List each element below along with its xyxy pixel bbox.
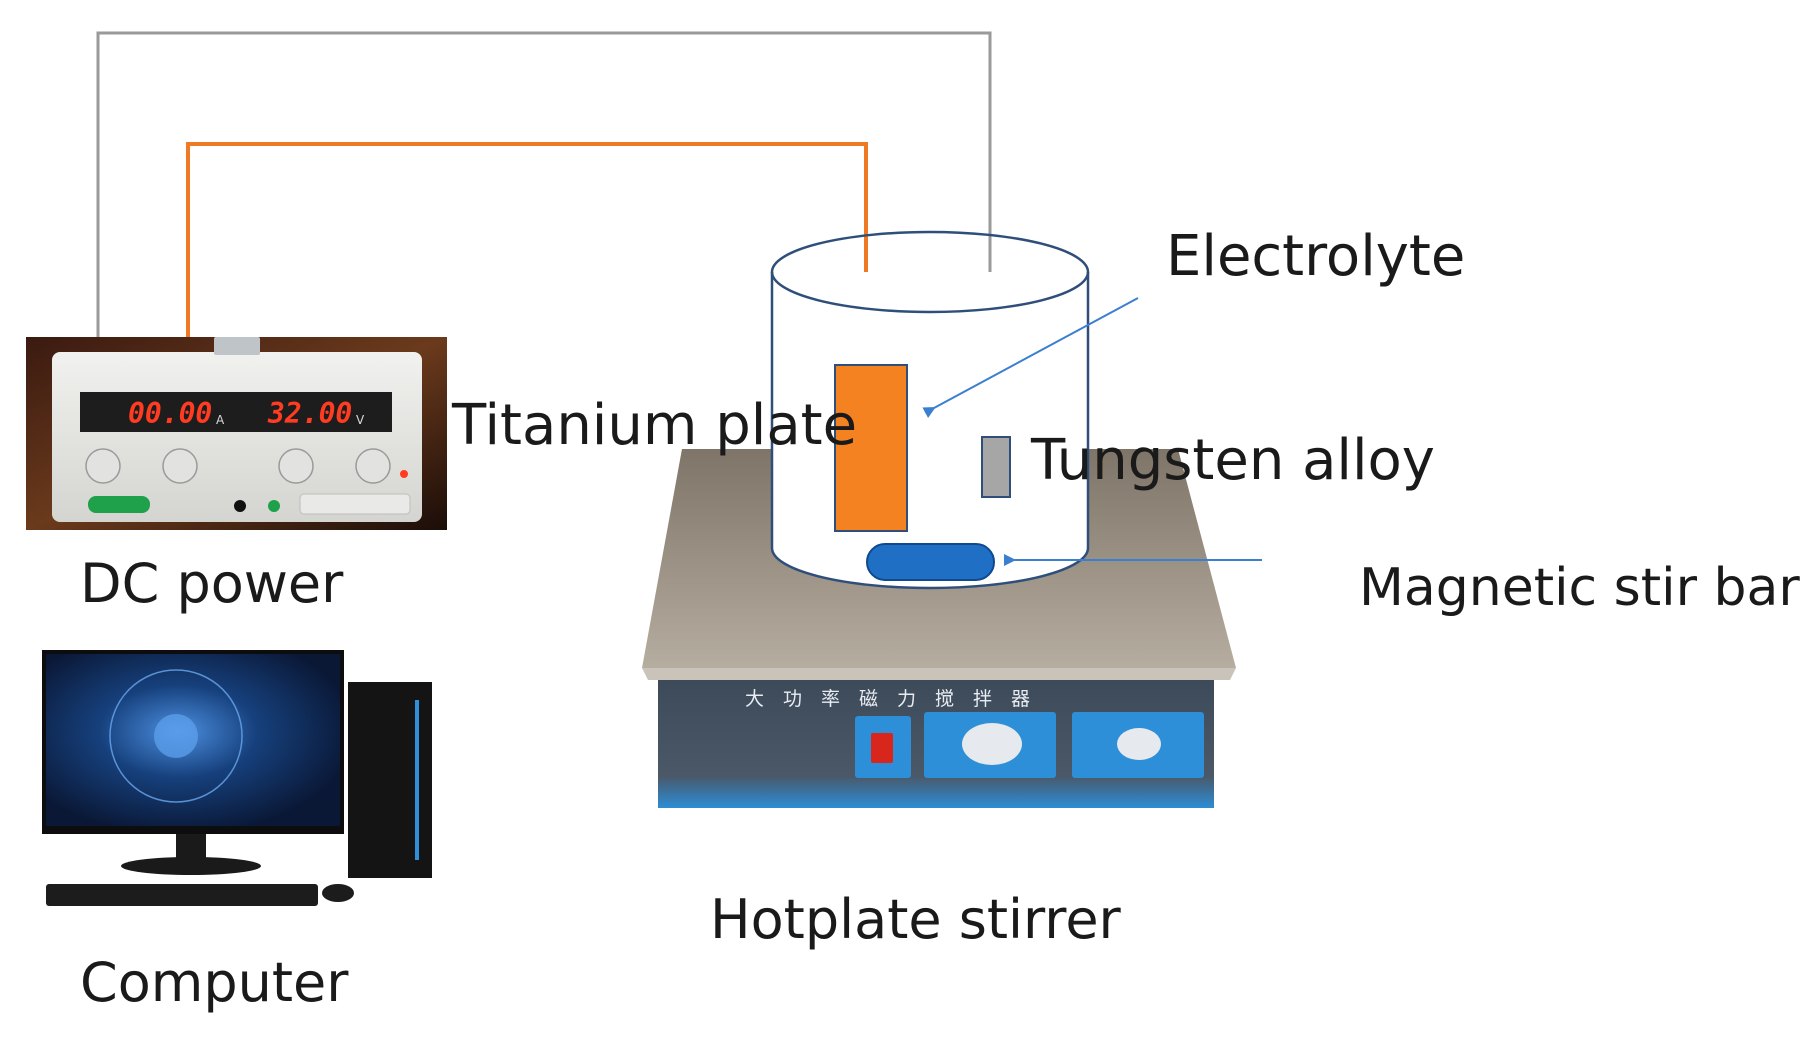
- psu-indicator-led: [400, 470, 408, 478]
- screen-globe: [109, 669, 243, 803]
- magnetic-stir-bar: [866, 543, 995, 581]
- speed-knob: [962, 723, 1022, 765]
- label-titanium-plate: Titanium plate: [452, 393, 858, 458]
- psu-terminal-1: [234, 500, 246, 512]
- computer-illustration: [42, 650, 432, 906]
- psu-label-plate: [299, 493, 411, 515]
- psu-voltage-reading: 32.00: [267, 397, 352, 430]
- psu-terminal-2: [268, 500, 280, 512]
- hotplate-top-edge: [642, 668, 1236, 680]
- temp-knob: [1117, 728, 1161, 760]
- psu-current-unit: A: [216, 413, 225, 427]
- psu-knob-2: [162, 448, 198, 484]
- psu-knob-1: [85, 448, 121, 484]
- titanium-wire: [186, 142, 868, 455]
- hotplate-panel-text: 大功率磁力搅拌器: [745, 688, 1049, 710]
- monitor-neck: [176, 834, 206, 860]
- label-tungsten-alloy: Tungsten alloy: [1031, 428, 1435, 493]
- label-electrolyte: Electrolyte: [1166, 224, 1466, 289]
- titanium-plate-electrode: [834, 364, 908, 532]
- label-magnetic-stir-bar: Magnetic stir bar: [1359, 558, 1800, 618]
- pc-tower-light: [415, 700, 419, 860]
- screen-globe-core: [154, 714, 198, 758]
- psu-knob-3: [278, 448, 314, 484]
- power-switch: [871, 733, 893, 763]
- mouse: [322, 884, 354, 902]
- beaker-rim: [770, 230, 1090, 314]
- psu-power-button: [88, 496, 150, 513]
- monitor-base: [121, 857, 261, 875]
- dc-power-supply: 00.00 A 32.00 V: [26, 337, 447, 530]
- label-hotplate-stirrer: Hotplate stirrer: [710, 888, 1121, 951]
- keyboard: [46, 884, 318, 906]
- psu-knob-4: [355, 448, 391, 484]
- pc-tower: [348, 682, 432, 878]
- psu-current-reading: 00.00: [128, 397, 212, 430]
- electrolyte-arrow: [922, 297, 1139, 419]
- psu-handle: [214, 337, 260, 355]
- beaker: [770, 230, 1090, 590]
- psu-display-panel: [80, 392, 392, 432]
- label-dc-power: DC power: [80, 552, 344, 615]
- label-computer: Computer: [80, 951, 349, 1014]
- psu-voltage-unit: V: [356, 413, 365, 427]
- tungsten-alloy-electrode: [981, 436, 1011, 498]
